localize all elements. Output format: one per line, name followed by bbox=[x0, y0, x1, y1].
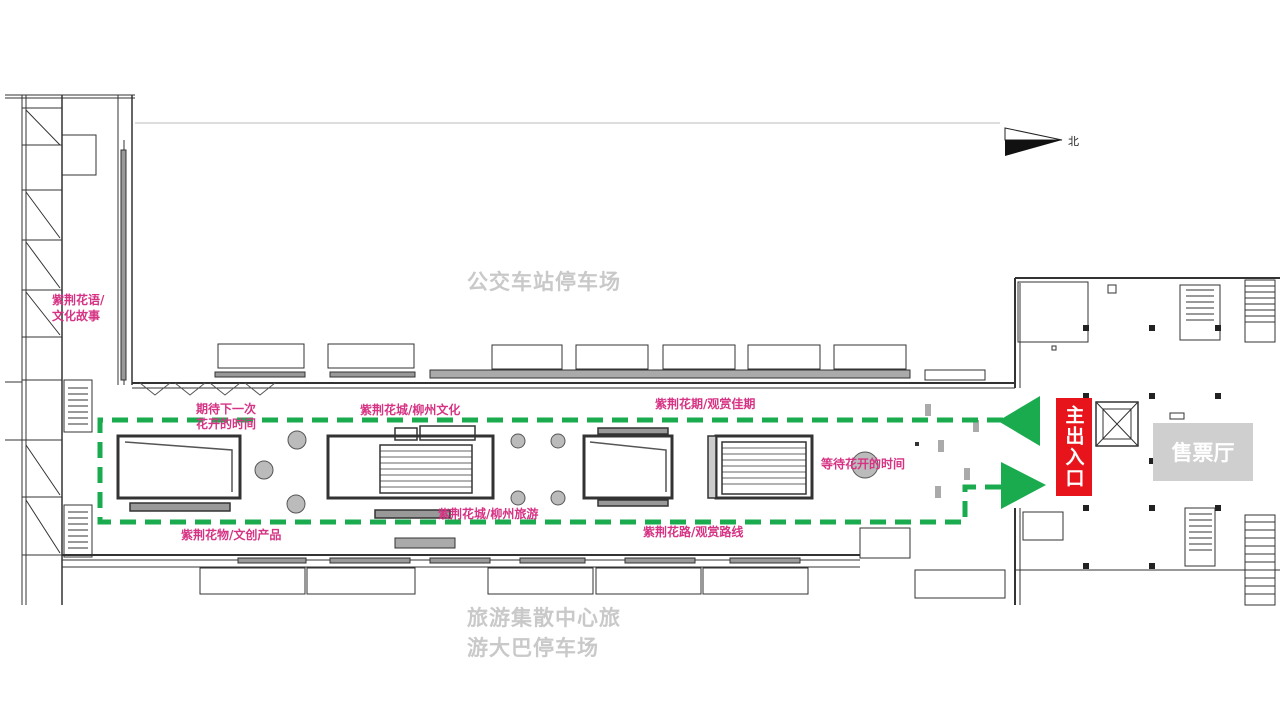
label-bloom-viewing: 紫荆花期/观赏佳期 bbox=[655, 397, 756, 411]
label-next-bloom-2: 花开的时间 bbox=[196, 417, 257, 431]
label-next-bloom-1: 期待下一次 bbox=[196, 402, 257, 416]
label-products: 紫荆花物/文创产品 bbox=[181, 528, 282, 542]
label-city-culture: 紫荆花城/柳州文化 bbox=[360, 403, 461, 417]
ticket-hall-label: 售票厅 bbox=[1153, 423, 1253, 481]
hall-bottom-wall bbox=[62, 527, 1006, 599]
north-label: 北 bbox=[1068, 135, 1079, 148]
left-wing-building bbox=[5, 94, 135, 605]
tour-center-label-line2: 游大巴停车场 bbox=[467, 636, 599, 660]
round-columns bbox=[254, 430, 879, 514]
square-pillars bbox=[915, 404, 979, 498]
route-end-arrow-icon bbox=[1001, 462, 1046, 509]
right-building bbox=[1014, 277, 1280, 606]
hall-top-wall bbox=[132, 122, 1015, 396]
tour-route bbox=[97, 417, 1003, 525]
label-routes: 紫荆花路/观赏路线 bbox=[643, 525, 744, 539]
label-city-tourism: 紫荆花城/柳州旅游 bbox=[438, 507, 539, 521]
compass-arrow-icon bbox=[1004, 127, 1063, 156]
label-waiting-bloom: 等待花开的时间 bbox=[821, 457, 906, 471]
main-entrance-sign: 主出入口 bbox=[1056, 398, 1092, 496]
label-flower-language-2: 文化故事 bbox=[52, 309, 101, 323]
route-start-arrow-icon bbox=[998, 396, 1040, 446]
label-flower-language-1: 紫荆花语/ bbox=[52, 293, 105, 307]
bus-parking-label: 公交车站停车场 bbox=[467, 270, 621, 294]
route-arrow-icons bbox=[998, 396, 1046, 509]
exhibit-booths bbox=[116, 425, 814, 519]
tour-center-label-line1: 旅游集散中心旅 bbox=[467, 606, 621, 630]
